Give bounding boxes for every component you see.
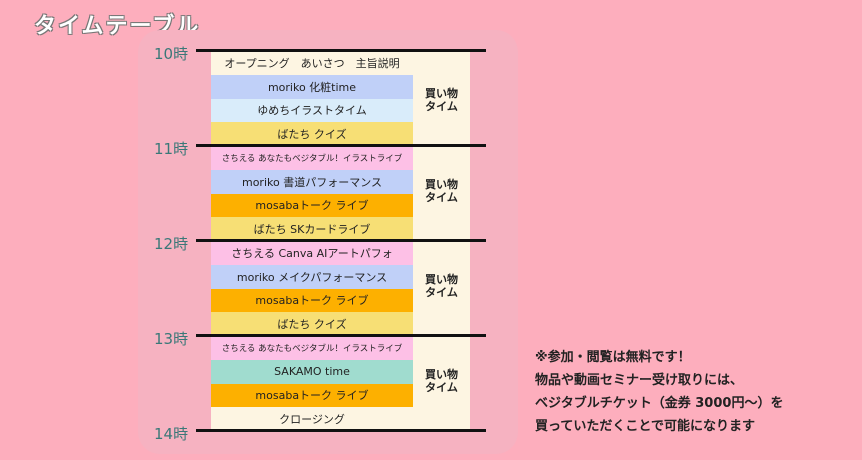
schedule-row: さちえる あなたもベジタブル！イラストライブ [211,146,413,170]
schedule-row: moriko メイクパフォーマンス [211,264,413,289]
shopping-line: 買い物 [425,273,458,286]
schedule-row: さちえる あなたもベジタブル！イラストライブ [211,336,413,360]
hour-label: 10時 [154,45,189,63]
shopping-time-label: 買い物タイム [413,178,470,204]
schedule-row: ばたち クイズ [211,122,413,146]
shopping-line: 買い物 [425,87,458,100]
hour-line [196,49,486,52]
schedule-row: mosabaトーク ライブ [211,383,413,408]
notes: ※参加・閲覧は無料です！ 物品や動画セミナー受け取りには、 ベジタブルチケット（… [535,346,783,438]
hour-label: 11時 [154,140,189,158]
shopping-time-label: 買い物タイム [413,273,470,299]
shopping-time-label: 買い物タイム [413,87,470,113]
shopping-line: タイム [425,191,458,204]
shopping-line: 買い物 [425,178,458,191]
schedule-row: SAKAMO time [211,359,413,384]
hour-line [196,429,486,432]
note-line: 物品や動画セミナー受け取りには、 [535,373,744,388]
schedule-row: ゆめちイラストタイム [211,98,413,123]
schedule-row: mosabaトーク ライブ [211,288,413,313]
shopping-line: タイム [425,286,458,299]
note-line: ベジタブルチケット（金券 3000円〜）を [535,396,784,411]
schedule-row: moriko 化粧time [211,74,413,99]
schedule-row: moriko 書道パフォーマンス [211,169,413,194]
hour-label: 12時 [154,235,189,253]
hour-label: 14時 [154,425,189,443]
note-line: ※参加・閲覧は無料です！ [535,350,691,365]
schedule-row: mosabaトーク ライブ [211,193,413,218]
hour-line [196,334,486,337]
schedule-row: ばたち クイズ [211,312,413,336]
hour-line [196,239,486,242]
shopping-line: タイム [425,381,458,394]
schedule-row: クロージング [211,407,413,431]
hour-line [196,144,486,147]
note-line: 買っていただくことで可能になります [535,419,755,434]
shopping-line: 買い物 [425,368,458,381]
hour-label: 13時 [154,330,189,348]
schedule-row: さちえる Canva AIアートパフォ [211,241,413,265]
schedule-row: ばたち SKカードライブ [211,217,413,241]
schedule-row: オープニング あいさつ 主旨説明 [211,51,413,75]
shopping-line: タイム [425,100,458,113]
shopping-time-label: 買い物タイム [413,368,470,394]
